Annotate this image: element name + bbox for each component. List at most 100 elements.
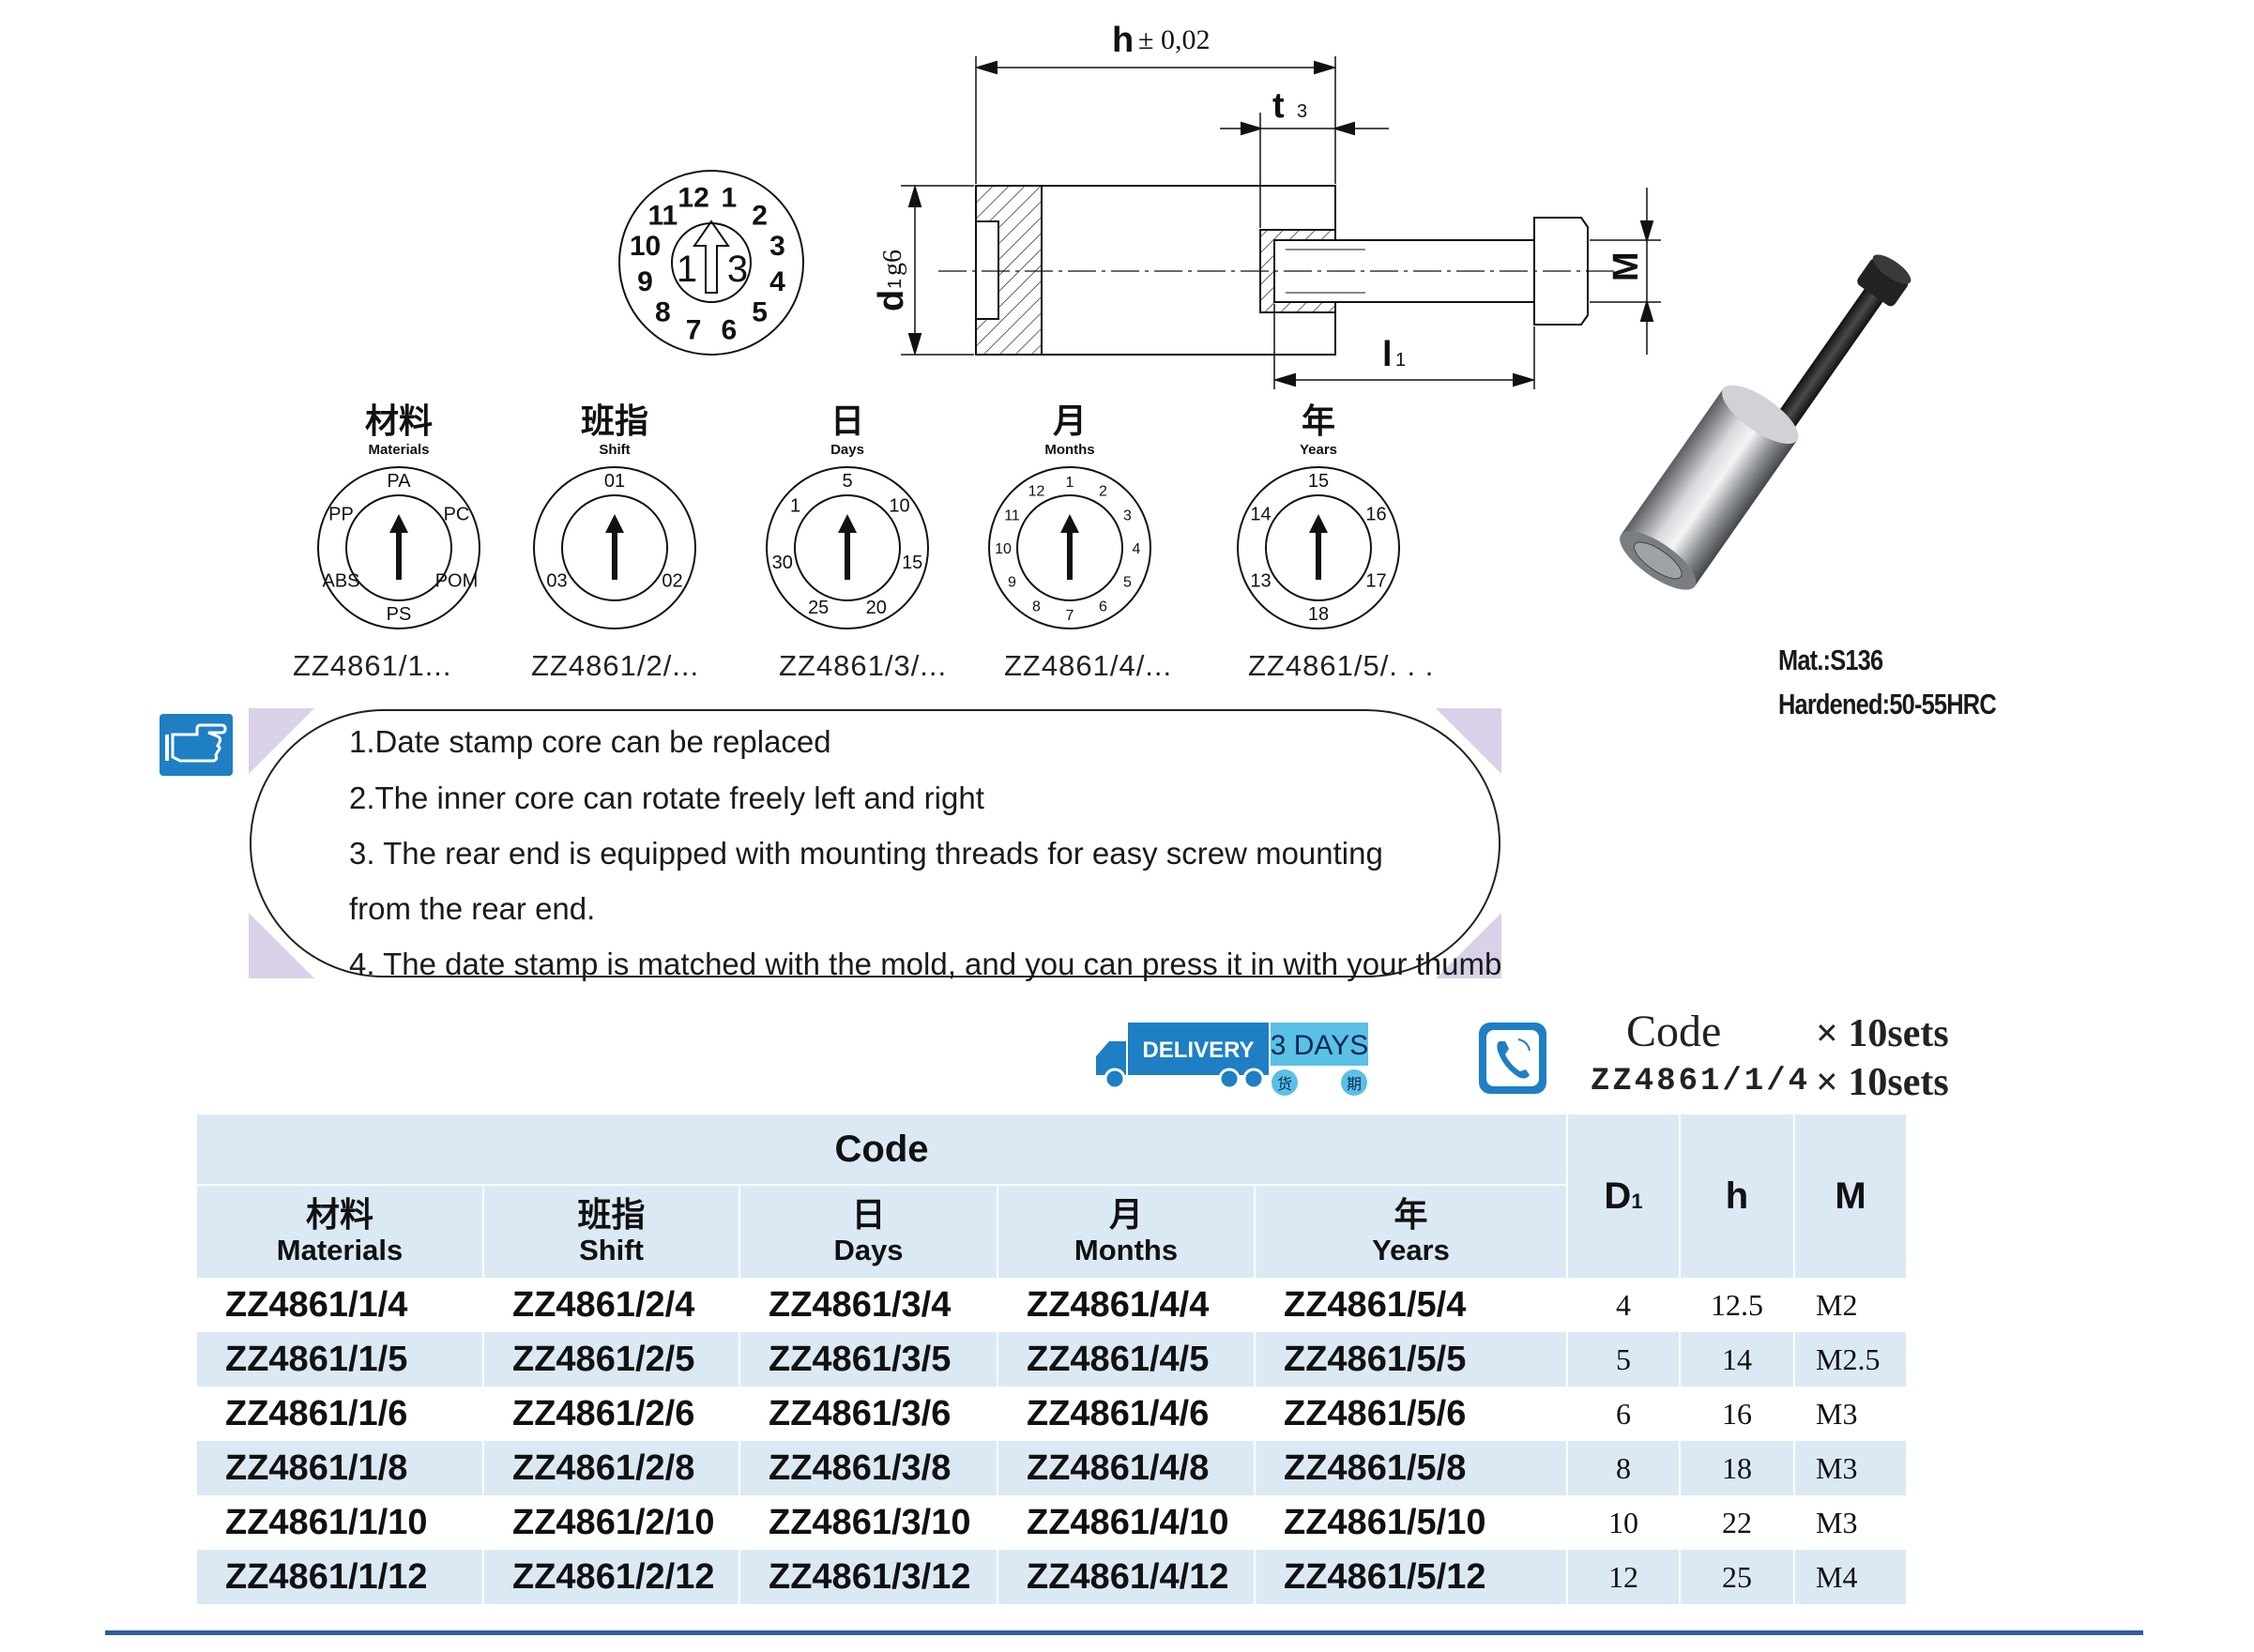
- dial-code: ZZ4861/4/...: [1004, 649, 1173, 682]
- column-header-en: Shift: [579, 1234, 644, 1266]
- column-header-en: Months: [1074, 1234, 1179, 1266]
- dial-mark: 8: [1032, 599, 1041, 615]
- dial-mark: 13: [1250, 571, 1271, 592]
- code-cell: ZZ4861/3/4: [739, 1278, 998, 1332]
- dial-mark: PA: [387, 471, 411, 492]
- d1-header-label: D: [1604, 1175, 1632, 1217]
- dial-mark: 25: [808, 598, 829, 618]
- dial-code: ZZ4861/5/. . .: [1248, 649, 1435, 682]
- stamp-ring-number: 2: [752, 200, 768, 231]
- dim-h-label: h: [1112, 21, 1134, 60]
- d1-header: D1: [1567, 1114, 1681, 1278]
- dial-mark: POM: [435, 571, 479, 592]
- feature-note: 1.Date stamp core can be replaced: [349, 724, 831, 759]
- dial-mark: 1: [1066, 475, 1074, 491]
- dial-inner-ring: [794, 494, 901, 601]
- code-cell: ZZ4861/2/5: [483, 1332, 740, 1387]
- dial-mark: PC: [444, 505, 470, 525]
- delivery-badge-text: DELIVERY: [1142, 1038, 1254, 1063]
- dial-mark: 4: [1133, 541, 1141, 557]
- stamp-ring-number: 4: [769, 266, 785, 297]
- column-header-zh: 日: [851, 1196, 886, 1235]
- dial-mark: 17: [1365, 571, 1386, 592]
- dial-mark: 1: [790, 496, 800, 517]
- code-cell: ZZ4861/1/6: [197, 1387, 484, 1441]
- code-cell: ZZ4861/2/10: [483, 1495, 740, 1550]
- dial-mark: 18: [1308, 604, 1329, 625]
- code-cell: ZZ4861/2/12: [483, 1550, 740, 1604]
- dial-code: ZZ4861/1...: [293, 649, 452, 682]
- h-header: h: [1680, 1114, 1795, 1278]
- stamp-ring-number: 6: [722, 315, 738, 346]
- code-cell: ZZ4861/5/4: [1255, 1278, 1568, 1332]
- dial-mark: 16: [1365, 505, 1386, 525]
- dim-d1-sub: 1: [885, 279, 906, 289]
- dial-mark: 15: [1308, 471, 1329, 492]
- delivery-char2: 期: [1347, 1075, 1362, 1093]
- stamp-center-digit: 1: [677, 249, 697, 290]
- dial-inner-ring: [561, 494, 668, 601]
- dial-mark: 15: [902, 553, 922, 573]
- dial-mark: 10: [889, 496, 909, 517]
- column-header-zh: 班指: [577, 1196, 646, 1235]
- order-code-value: ZZ4861/1/4: [1591, 1064, 1811, 1099]
- dial-code: ZZ4861/3/...: [779, 649, 948, 682]
- dial-title-zh: 日: [830, 402, 864, 441]
- code-cell: ZZ4861/5/8: [1255, 1441, 1568, 1495]
- h-cell: 16: [1680, 1387, 1795, 1441]
- stamp-ring-number: 9: [637, 266, 653, 297]
- dial-mark: 01: [604, 471, 625, 492]
- d1-cell: 8: [1567, 1441, 1681, 1495]
- h-cell: 18: [1680, 1441, 1795, 1495]
- code-cell: ZZ4861/4/4: [998, 1278, 1256, 1332]
- dim-l1-sub: 1: [1395, 350, 1406, 371]
- arrow-up-icon: [1309, 514, 1328, 580]
- code-cell: ZZ4861/2/8: [483, 1441, 740, 1495]
- code-cell: ZZ4861/3/8: [739, 1441, 998, 1495]
- feature-note: 3. The rear end is equipped with mountin…: [349, 836, 1383, 871]
- m-cell: M3: [1794, 1387, 1908, 1441]
- order-qty-label: × 10sets: [1816, 1012, 1949, 1055]
- dial-outer-ring: [988, 466, 1151, 629]
- dial-inner-ring: [1016, 494, 1123, 601]
- arrow-up-icon: [605, 514, 624, 580]
- dial-title-en: Days: [830, 442, 864, 458]
- dial-mark: PS: [387, 604, 412, 625]
- hardness-spec: Hardened:50-55HRC: [1778, 688, 1997, 720]
- m-cell: M4: [1794, 1550, 1908, 1604]
- d1-cell: 10: [1567, 1495, 1681, 1550]
- dial-mark: 20: [866, 598, 887, 618]
- m-cell: M3: [1794, 1495, 1908, 1550]
- delivery-days: 3 DAYS: [1271, 1030, 1369, 1061]
- feature-note: 4. The date stamp is matched with the mo…: [349, 947, 1502, 981]
- cross-section-view: [901, 56, 1661, 389]
- code-cell: ZZ4861/4/5: [998, 1332, 1256, 1387]
- dial-mark: 14: [1250, 505, 1271, 525]
- dial-outer-ring: [533, 466, 696, 629]
- code-cell: ZZ4861/4/12: [998, 1550, 1256, 1604]
- dial-outer-ring: [317, 466, 480, 629]
- column-header-zh: 月: [1108, 1196, 1143, 1235]
- delivery-char1: 货: [1277, 1075, 1292, 1093]
- dial-title-en: Years: [1299, 442, 1338, 458]
- dial-title-zh: 年: [1301, 402, 1335, 441]
- h-cell: 12.5: [1680, 1278, 1795, 1332]
- arrow-up-icon: [389, 514, 408, 580]
- m-cell: M3: [1794, 1441, 1908, 1495]
- dial-mark: 11: [1004, 508, 1020, 524]
- code-cell: ZZ4861/2/4: [483, 1278, 740, 1332]
- dial-mark: 30: [772, 553, 793, 573]
